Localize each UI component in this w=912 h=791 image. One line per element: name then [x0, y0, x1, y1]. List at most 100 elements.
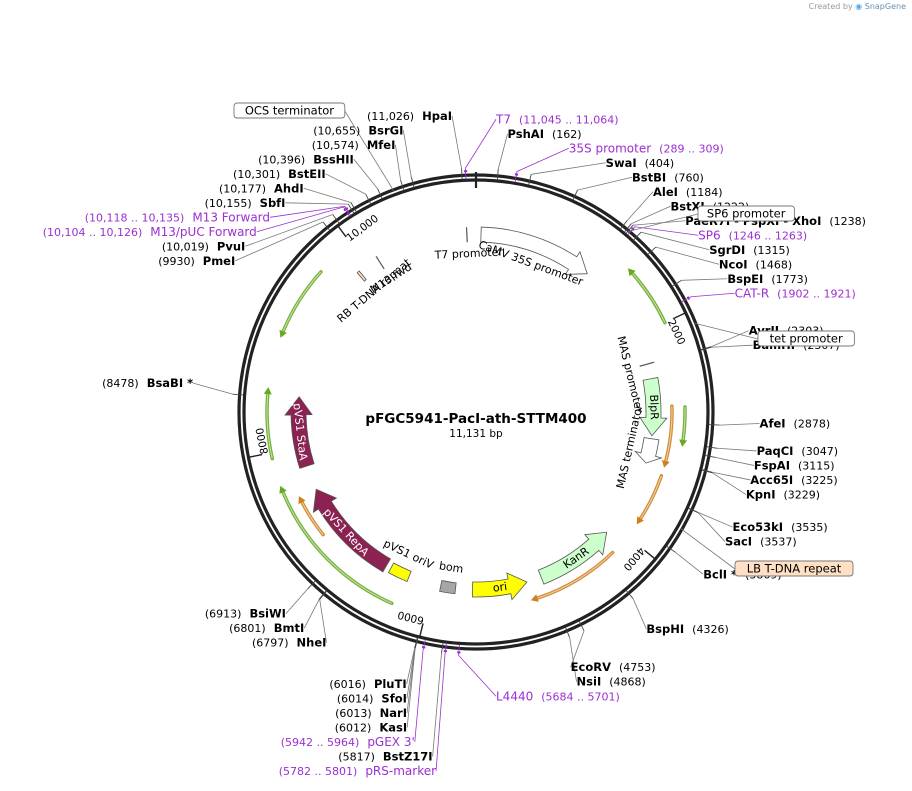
feature-rb-t-dna-repeat[interactable]	[356, 270, 367, 282]
site-pvui[interactable]: (10,019)PvuI	[162, 239, 245, 253]
site-label[interactable]: BspEI(1773)	[727, 272, 808, 286]
callout-sp6-promoter[interactable]: SP6 promoter	[697, 205, 795, 222]
site-cat-r[interactable]: CAT-R(1902 .. 1921)	[735, 286, 856, 300]
feature-shape[interactable]	[639, 376, 668, 437]
site-label[interactable]: NsiI(4868)	[577, 675, 646, 689]
site-nari[interactable]: (6013)NarI	[335, 706, 407, 720]
site-prs-marker[interactable]: (5782 .. 5801)pRS-marker	[279, 764, 436, 778]
feature-ori[interactable]	[471, 572, 528, 601]
feature-shape[interactable]	[312, 488, 391, 573]
site-bsiwi[interactable]: (6913)BsiWI	[205, 607, 286, 621]
site-label[interactable]: (6797)NheI	[252, 636, 326, 650]
site-label[interactable]: (10,177)AhdI	[219, 181, 304, 195]
site-fspai[interactable]: FspAI(3115)	[754, 458, 835, 472]
site-label[interactable]: (6913)BsiWI	[205, 607, 286, 621]
feature-shape[interactable]	[356, 270, 367, 282]
site-label[interactable]: (8478)BsaBI *	[102, 376, 193, 390]
feature-mas-terminator[interactable]	[634, 437, 663, 464]
site-bstz17i[interactable]: (5817)BstZ17I	[338, 750, 432, 764]
site-label[interactable]: EcoRV(4753)	[571, 660, 656, 674]
site-label[interactable]: (11,026)HpaI	[367, 109, 452, 123]
site-kasi[interactable]: (6012)KasI	[335, 721, 407, 735]
site-bsphi[interactable]: BspHI(4326)	[646, 622, 728, 636]
site-label[interactable]: (10,655)BsrGI	[313, 123, 403, 137]
site-label[interactable]: (10,396)BssHII	[258, 152, 354, 166]
site-label[interactable]: (9930)PmeI	[158, 254, 235, 268]
feature-shape[interactable]	[639, 361, 655, 367]
site-eco53ki[interactable]: Eco53kI(3535)	[733, 520, 828, 534]
feature-shape[interactable]	[439, 580, 457, 595]
feature-pvs1-repa[interactable]	[312, 488, 391, 573]
site-label[interactable]: NcoI(1468)	[719, 257, 792, 271]
site-label[interactable]: (10,574)MfeI	[312, 138, 396, 152]
site-m13-forward[interactable]: (10,118 .. 10,135)M13 Forward	[85, 210, 270, 224]
site-label[interactable]: PshAI(162)	[508, 127, 582, 141]
site-bsabi[interactable]: (8478)BsaBI *	[102, 376, 193, 390]
site-label[interactable]: (6016)PluTI	[329, 677, 406, 691]
site-t7[interactable]: T7(11,045 .. 11,064)	[495, 112, 619, 126]
site-label[interactable]: T7(11,045 .. 11,064)	[495, 112, 619, 126]
site-label[interactable]: (6013)NarI	[335, 706, 407, 720]
site-label[interactable]: PaqCI(3047)	[757, 444, 838, 458]
site-label[interactable]: (10,118 .. 10,135)M13 Forward	[85, 210, 270, 224]
site-label[interactable]: SP6(1246 .. 1263)	[698, 228, 807, 242]
callout-ocs-terminator[interactable]: OCS terminator	[233, 102, 346, 119]
site-label[interactable]: (10,301)BstEII	[233, 167, 326, 181]
site-kpni[interactable]: KpnI(3229)	[746, 487, 820, 501]
site-label[interactable]: FspAI(3115)	[754, 458, 835, 472]
feature-shape[interactable]	[634, 437, 663, 464]
site-label[interactable]: AfeI(2878)	[760, 417, 831, 431]
site-label[interactable]: (6014)SfoI	[337, 692, 407, 706]
feature-t7-promoter[interactable]	[465, 227, 468, 243]
site-nhei[interactable]: (6797)NheI	[252, 636, 326, 650]
site-label[interactable]: KpnI(3229)	[746, 487, 820, 501]
feature-shape[interactable]	[537, 531, 608, 585]
site-label[interactable]: (6801)BmtI	[229, 621, 304, 635]
site-m13-puc-forward[interactable]: (10,104 .. 10,126)M13/pUC Forward	[43, 225, 257, 239]
feature-bom[interactable]	[439, 580, 457, 595]
site-pgex-3[interactable]: (5942 .. 5964)pGEX 3'	[281, 735, 415, 749]
site-bspei[interactable]: BspEI(1773)	[727, 272, 808, 286]
site-swai[interactable]: SwaI(404)	[606, 156, 675, 170]
site-ncoi[interactable]: NcoI(1468)	[719, 257, 792, 271]
site-acc65i[interactable]: Acc65I(3225)	[750, 473, 837, 487]
feature-mas-promoter[interactable]	[639, 361, 655, 367]
site-label[interactable]: L4440(5684 .. 5701)	[496, 689, 620, 703]
site-bstbi[interactable]: BstBI(760)	[632, 170, 704, 184]
callout-lb-t-dna-repeat[interactable]: LB T-DNA repeat	[734, 560, 854, 577]
site-nsii[interactable]: NsiI(4868)	[577, 675, 646, 689]
site-bsshii[interactable]: (10,396)BssHII	[258, 152, 354, 166]
feature-pvs1-staa[interactable]	[284, 396, 315, 469]
site-label[interactable]: SwaI(404)	[606, 156, 675, 170]
feature-shape[interactable]	[471, 572, 528, 601]
site-label[interactable]: AleI(1184)	[653, 185, 723, 199]
site-label[interactable]: (10,019)PvuI	[162, 239, 245, 253]
site-label[interactable]: (5942 .. 5964)pGEX 3'	[281, 735, 415, 749]
site-35s-promoter[interactable]: 35S promoter(289 .. 309)	[569, 141, 724, 155]
feature-blpr[interactable]	[639, 376, 668, 437]
feature-shape[interactable]	[387, 562, 412, 583]
site-pshai[interactable]: PshAI(162)	[508, 127, 582, 141]
site-label[interactable]: 35S promoter(289 .. 309)	[569, 141, 724, 155]
feature-m13-fwd[interactable]	[375, 255, 385, 270]
site-sp6[interactable]: SP6(1246 .. 1263)	[698, 228, 807, 242]
site-label[interactable]: (10,104 .. 10,126)M13/pUC Forward	[43, 225, 257, 239]
feature-kanr[interactable]	[537, 531, 608, 585]
site-label[interactable]: SgrDI(1315)	[709, 243, 790, 257]
site-label[interactable]: (10,155)SbfI	[205, 196, 286, 210]
site-label[interactable]: Eco53kI(3535)	[733, 520, 828, 534]
site-pmei[interactable]: (9930)PmeI	[158, 254, 235, 268]
site-label[interactable]: CAT-R(1902 .. 1921)	[735, 286, 856, 300]
site-label[interactable]: BstBI(760)	[632, 170, 704, 184]
site-ahdi[interactable]: (10,177)AhdI	[219, 181, 304, 195]
site-afei[interactable]: AfeI(2878)	[760, 417, 831, 431]
site-label[interactable]: Acc65I(3225)	[750, 473, 837, 487]
site-label[interactable]: (5817)BstZ17I	[338, 750, 432, 764]
feature-camv-35s-promoter[interactable]	[480, 226, 588, 275]
site-label[interactable]: (6012)KasI	[335, 721, 407, 735]
site-label[interactable]: BspHI(4326)	[646, 622, 728, 636]
site-bmti[interactable]: (6801)BmtI	[229, 621, 304, 635]
feature-pvs1-oriv[interactable]	[387, 562, 412, 583]
site-ecorv[interactable]: EcoRV(4753)	[571, 660, 656, 674]
site-sfoi[interactable]: (6014)SfoI	[337, 692, 407, 706]
